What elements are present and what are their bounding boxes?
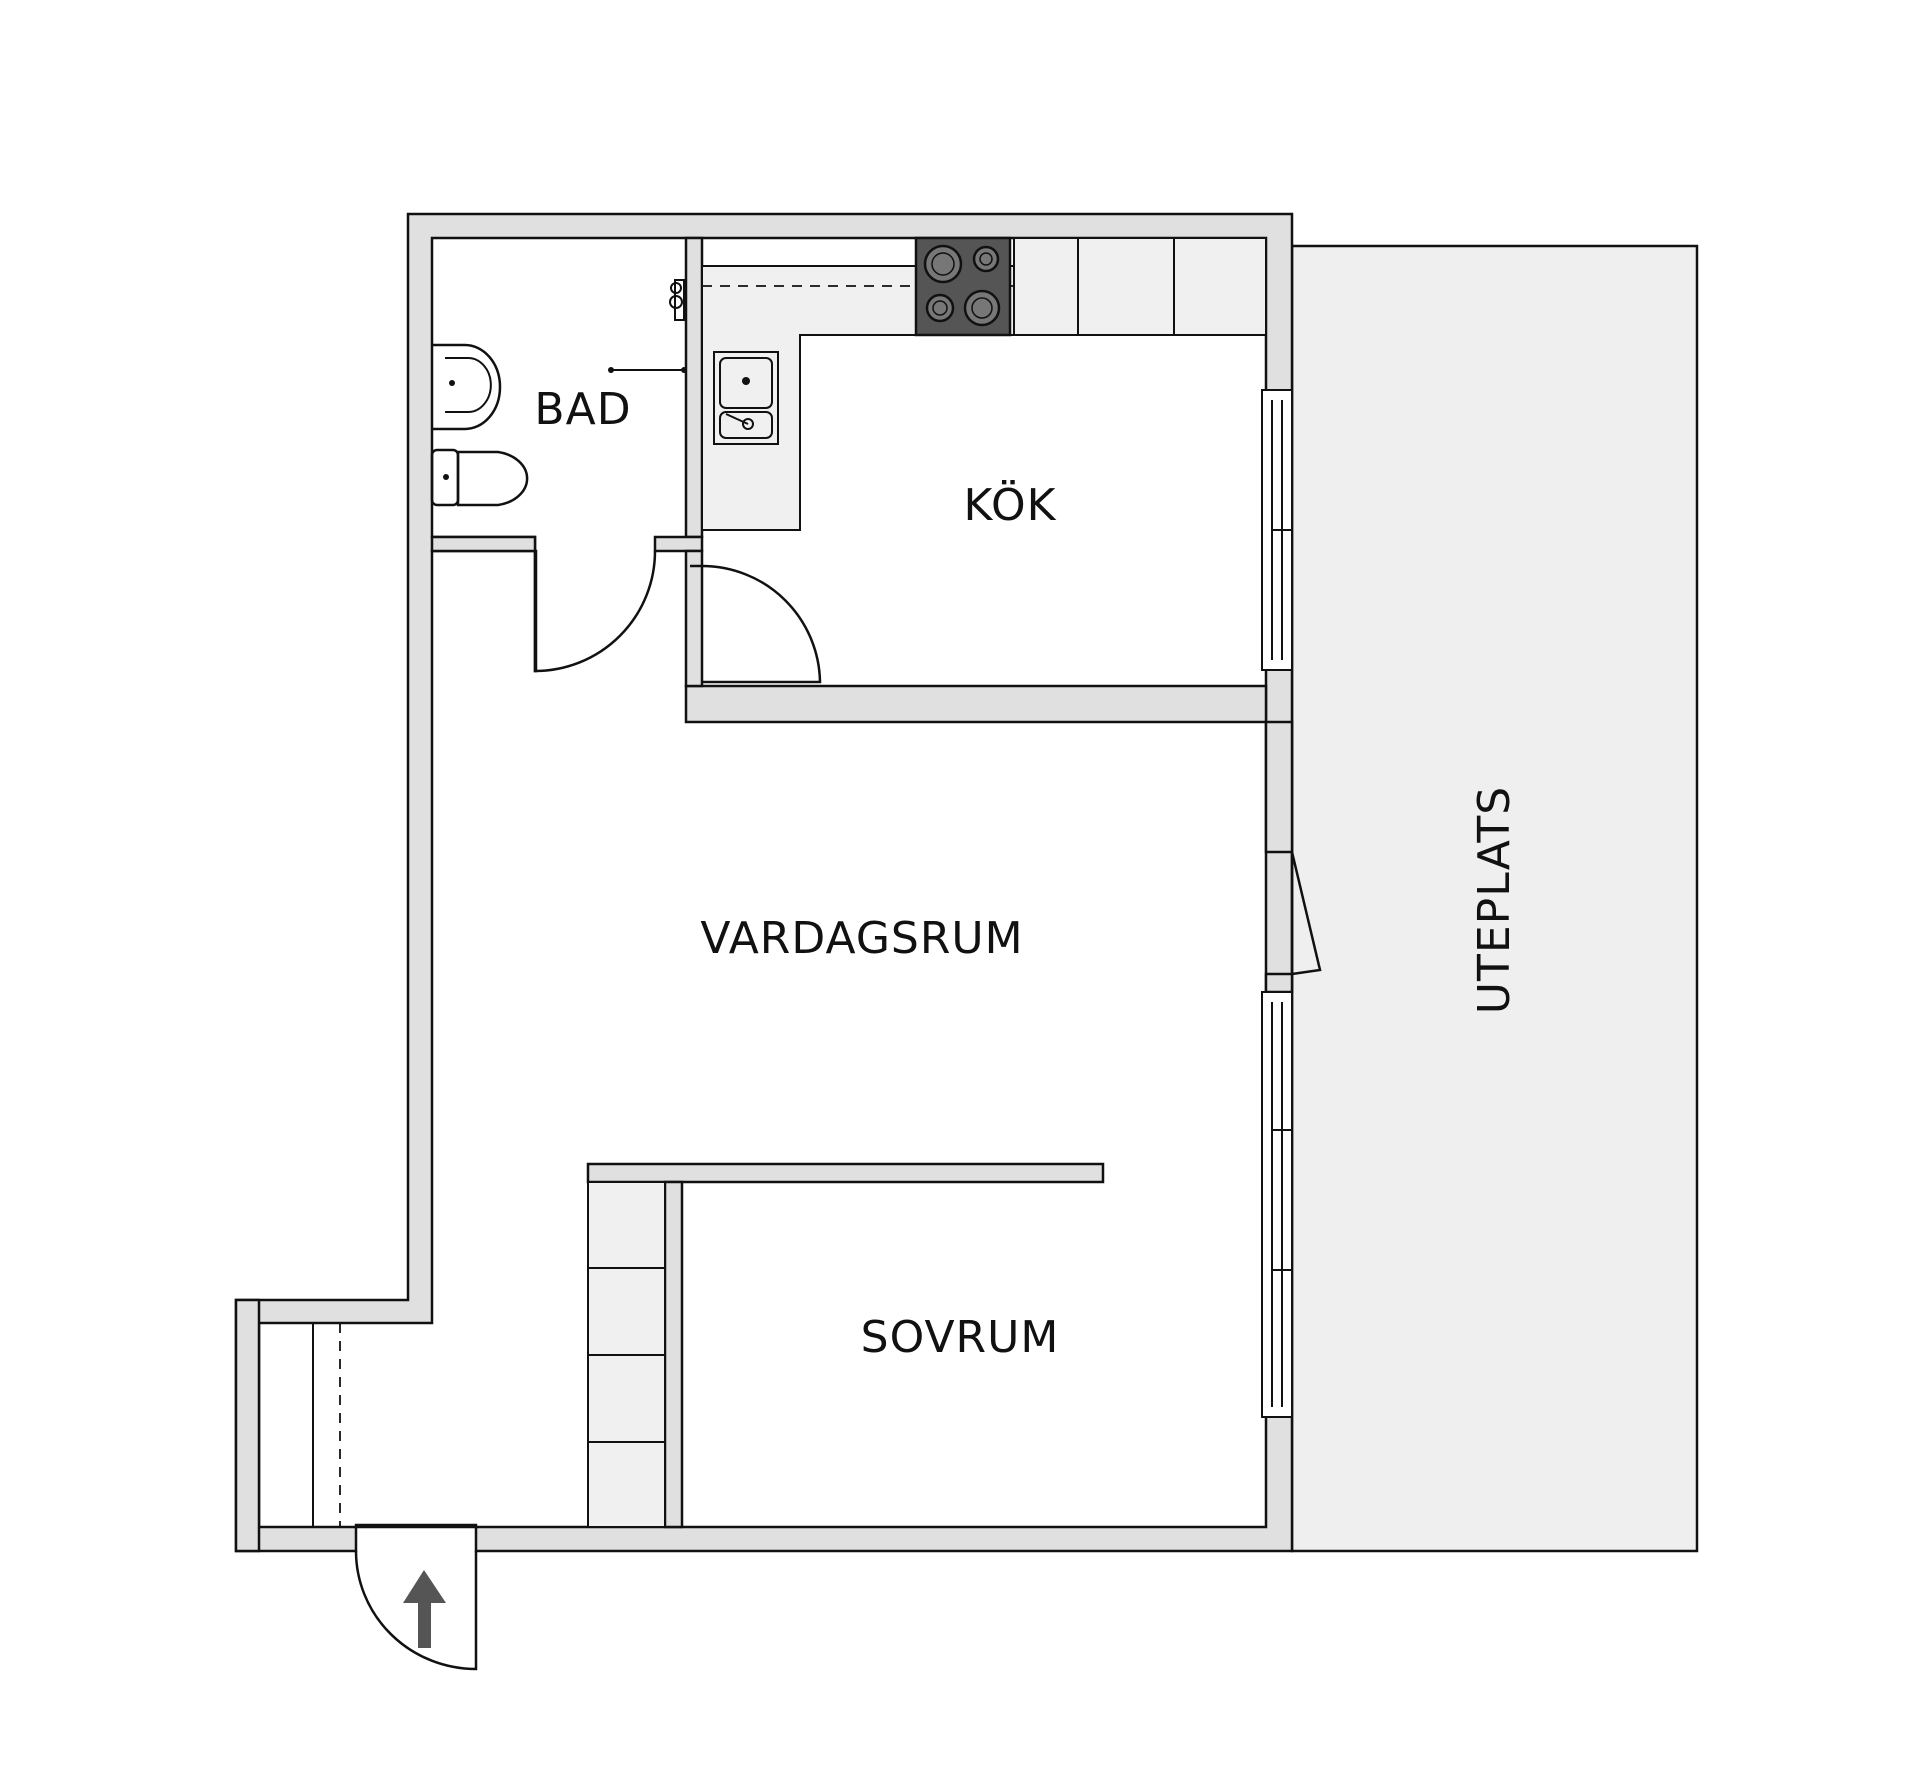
wardrobes <box>312 1181 666 1528</box>
room-label-kok: KÖK <box>964 479 1057 531</box>
sink-icon <box>432 343 502 431</box>
bathroom-fixtures <box>430 279 687 507</box>
room-label-vardagsrum: VARDAGSRUM <box>700 913 1023 964</box>
doors <box>354 550 1322 1671</box>
toilet-icon <box>430 448 529 507</box>
kitchen-sink-icon <box>713 351 779 445</box>
kitchen-counter <box>701 236 1267 531</box>
kok-window <box>1261 389 1293 671</box>
windows <box>1261 389 1293 1418</box>
balcony-door <box>1290 851 1322 976</box>
vardagsrum-window <box>1261 991 1293 1418</box>
room-label-uteplats: UTEPLATS <box>1469 786 1520 1014</box>
stove-icon <box>914 236 1012 337</box>
patio-area <box>1290 244 1699 1553</box>
bad-door <box>533 550 657 673</box>
room-label-sovrum: SOVRUM <box>861 1312 1060 1363</box>
entrance-arrow-icon <box>403 1570 446 1648</box>
shower-tap-icon <box>669 279 685 321</box>
kok-door <box>701 564 822 684</box>
entrance-door <box>354 1550 478 1671</box>
room-label-bad: BAD <box>534 384 631 435</box>
walls <box>234 212 1294 1553</box>
